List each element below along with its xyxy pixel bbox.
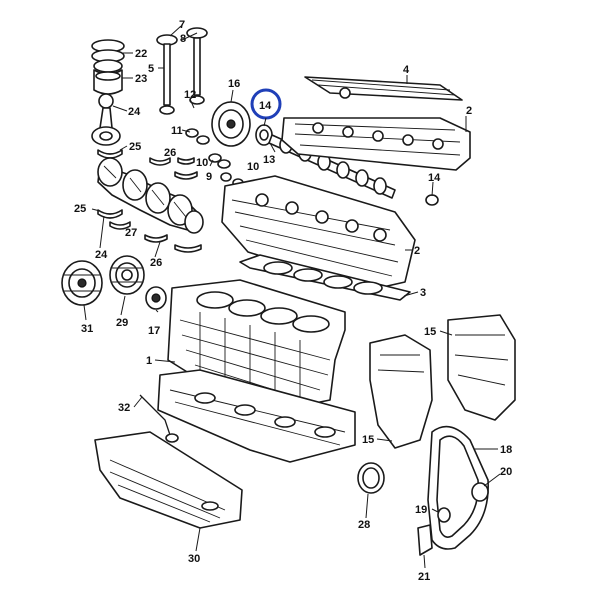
cylinder-head-2 [221,175,416,291]
idler-19 [437,507,451,523]
label-26a: 26 [164,147,176,159]
vibration-damper-31 [61,260,103,306]
oil-pickup-32 [139,394,179,443]
label-31: 31 [81,323,93,335]
label-15a: 15 [424,326,436,338]
oil-pan-30 [94,431,243,529]
label-24b: 24 [95,249,108,261]
plug-seal-14b [425,194,439,206]
label-25a: 25 [129,141,141,153]
crankshaft-27 [97,157,204,234]
label-8: 8 [180,33,186,45]
camshaft-seal-14 [255,124,273,146]
label-27: 27 [125,227,137,239]
spring-retainer-22-23 [91,39,125,95]
valve-assembly-7-8 [156,27,208,115]
label-4: 4 [403,64,410,76]
label-12: 12 [184,89,196,101]
crank-pulley-29 [109,255,145,295]
label-14: 14 [259,100,272,112]
label-17: 17 [148,325,160,337]
label-10b: 10 [247,161,259,173]
lower-crankcase [157,369,356,463]
camshaft-gear-16 [211,101,251,147]
label-11: 11 [171,125,183,137]
label-10a: 10 [196,157,208,169]
label-25b: 25 [74,203,86,215]
label-13: 13 [263,154,275,166]
head-gasket-3 [239,254,411,301]
label-1: 1 [146,355,152,367]
label-15b: 15 [362,434,374,446]
label-3: 3 [420,287,426,299]
label-20: 20 [500,466,512,478]
label-2a: 2 [466,105,472,117]
label-26b: 26 [150,257,162,269]
label-16: 16 [228,78,240,90]
valve-cover-gasket-4 [304,76,463,101]
label-23: 23 [135,73,147,85]
label-5: 5 [148,63,154,75]
label-14b: 14 [428,172,441,184]
connecting-rod-24 [91,93,121,146]
cam-carrier-2 [281,117,471,171]
label-30: 30 [188,553,200,565]
label-7: 7 [179,19,185,31]
tensioner-20 [471,482,489,502]
label-9: 9 [206,171,212,183]
timing-cover-rear-15 [447,314,516,421]
label-18: 18 [500,444,512,456]
part-labels: 7 8 22 5 23 24 25 12 11 26 10 9 10 16 14… [74,19,512,583]
bracket-21 [417,524,433,556]
label-24a: 24 [128,106,141,118]
timing-cover-front-15 [369,334,433,449]
label-21: 21 [418,571,430,583]
crank-gear-17 [145,286,167,310]
label-29: 29 [116,317,128,329]
label-19: 19 [415,504,427,516]
label-22: 22 [135,48,147,60]
rear-seal-28 [357,462,385,494]
bearing-shells [97,149,202,253]
label-28: 28 [358,519,370,531]
label-2b: 2 [414,245,420,257]
leader-lines [83,25,501,569]
label-32: 32 [118,402,130,414]
